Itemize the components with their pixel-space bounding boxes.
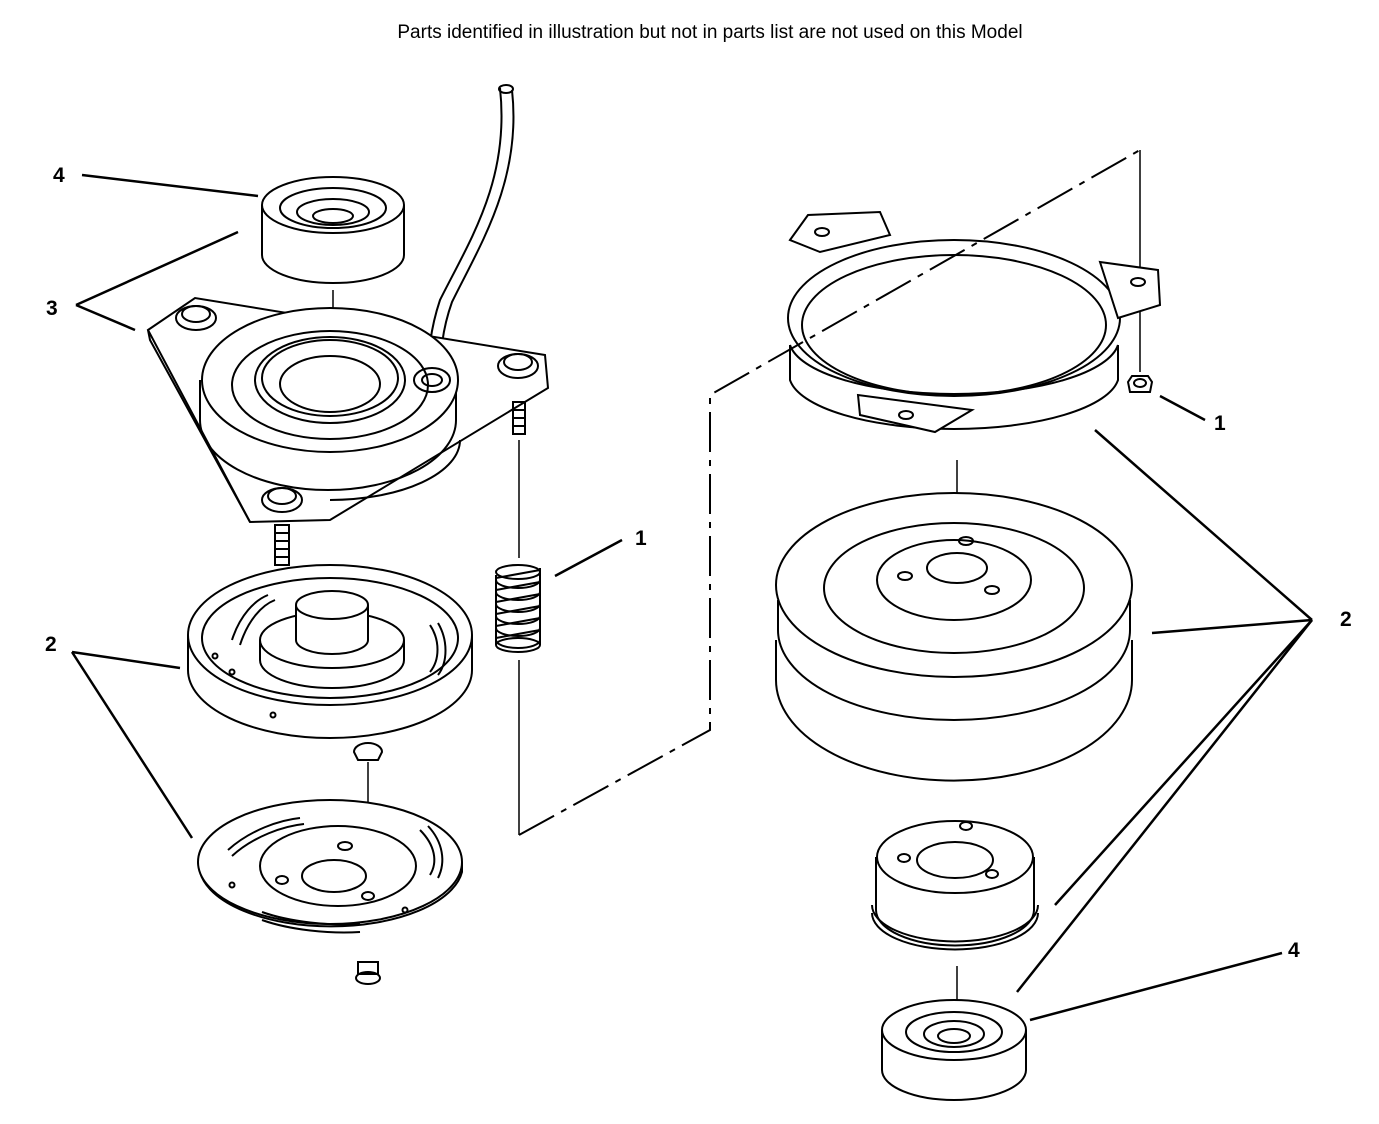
callout-left-3: 3 xyxy=(46,297,58,320)
callout-left-1: 1 xyxy=(635,527,647,550)
brake-ring xyxy=(788,212,1160,432)
nut-right xyxy=(1128,376,1152,392)
brake-plate xyxy=(198,800,462,933)
rotor-left xyxy=(188,565,472,738)
stud-right xyxy=(513,402,525,558)
pulley xyxy=(776,493,1132,781)
spring xyxy=(496,565,540,835)
callout-right-4: 4 xyxy=(1288,939,1300,962)
bearing-top-left xyxy=(262,177,404,283)
bottom-nut xyxy=(356,962,380,984)
callout-right-1: 1 xyxy=(1214,412,1226,435)
assembly-centerline xyxy=(519,150,1140,835)
field-coil-assembly xyxy=(148,298,548,522)
wire-end xyxy=(499,85,513,93)
callout-leaders xyxy=(72,175,1312,1020)
wire-upper xyxy=(428,88,502,380)
parts-notice: Parts identified in illustration but not… xyxy=(397,22,1023,43)
callout-right-2: 2 xyxy=(1340,608,1352,631)
callout-left-2: 2 xyxy=(45,633,57,656)
callout-left-4: 4 xyxy=(53,164,65,187)
hub xyxy=(872,821,1038,1030)
wire-lower xyxy=(440,90,514,380)
stud-left xyxy=(275,525,289,565)
bearing-bottom-right xyxy=(882,1000,1026,1100)
